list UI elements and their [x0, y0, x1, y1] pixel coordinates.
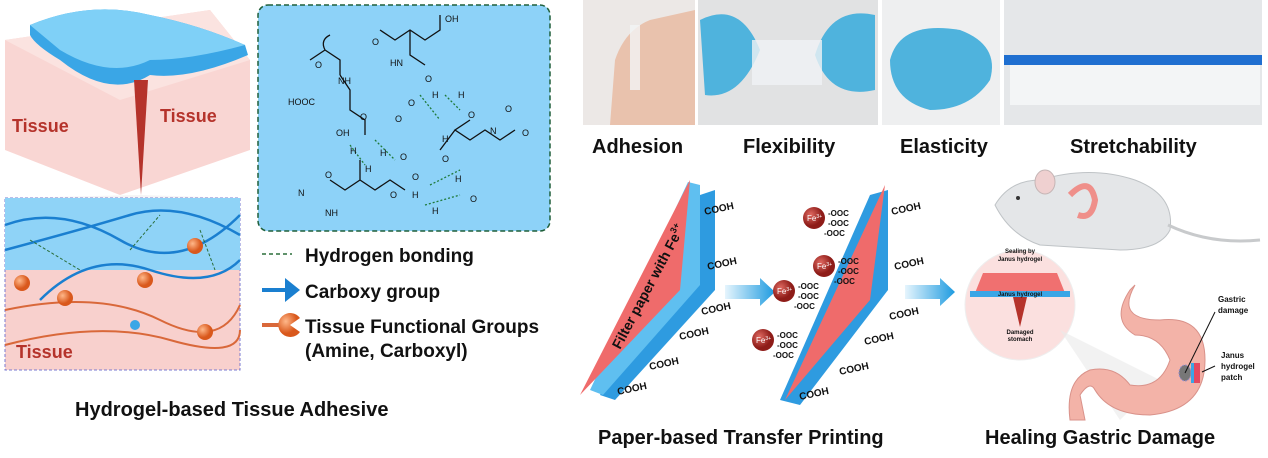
atom-label: O: [395, 114, 402, 124]
atom-label: H: [350, 146, 357, 156]
atom-label: O: [390, 190, 397, 200]
interface-zoom-panel: Tissue: [4, 197, 241, 371]
carboxy-group-icon: [262, 278, 300, 302]
panel-title-adhesive: Hydrogel-based Tissue Adhesive: [75, 399, 388, 421]
cooh-label: COOH: [700, 301, 732, 318]
ooc-label: -OOC: [828, 209, 849, 218]
atom-label: H: [365, 164, 372, 174]
atom-label: O: [325, 170, 332, 180]
panel-title-gastric: Healing Gastric Damage: [985, 427, 1215, 449]
ooc-label: -OOC: [798, 292, 819, 301]
atom-label: O: [505, 104, 512, 114]
fe-ion-icon: [773, 280, 795, 302]
ooc-label: -OOC: [834, 277, 855, 286]
atom-label: H: [412, 190, 419, 200]
atom-label: OH: [445, 14, 459, 24]
patch-label: patch: [1221, 373, 1242, 382]
property-label-flexibility: Flexibility: [743, 136, 836, 158]
atom-label: O: [522, 128, 529, 138]
atom-label: O: [425, 74, 432, 84]
arrow-icon: [725, 278, 775, 306]
atom-label: N: [298, 188, 305, 198]
cooh-label: COOH: [893, 256, 925, 273]
property-label-elasticity: Elasticity: [900, 136, 989, 158]
property-photos: [583, 0, 1262, 125]
cooh-label: COOH: [838, 361, 870, 378]
atom-label: H: [432, 206, 439, 216]
cooh-label: COOH: [648, 356, 680, 373]
transfer-printing-illustration: Filter paper with Fe3+ COOHCOOHCOOHCOOHC…: [580, 180, 955, 405]
cooh-label: COOH: [678, 326, 710, 343]
atom-label: H: [442, 134, 449, 144]
arrow-icon: [905, 278, 955, 306]
cooh-label: COOH: [890, 201, 922, 218]
ooc-label: -OOC: [798, 282, 819, 291]
ooc-label: -OOC: [773, 351, 794, 360]
fe-label: Fe3+: [807, 214, 822, 223]
atom-label: O: [468, 110, 475, 120]
atom-label: H: [380, 148, 387, 158]
sealing-label: Janus hydrogel: [998, 257, 1043, 263]
cooh-label: COOH: [888, 306, 920, 323]
tissue-label: Tissue: [16, 342, 73, 362]
atom-label: H: [458, 90, 465, 100]
fe-label: Fe3+: [817, 262, 832, 271]
gastric-damage-label: Gastric: [1218, 295, 1246, 304]
patch-label: hydrogel: [1221, 362, 1255, 371]
ooc-label: -OOC: [824, 229, 845, 238]
patch-label: Janus: [1221, 351, 1245, 360]
atom-label: O: [372, 37, 379, 47]
tissue-block-illustration: Tissue Tissue: [5, 9, 250, 198]
fe-ion-icon: [752, 329, 774, 351]
fe-label: Fe3+: [756, 336, 771, 345]
cooh-label: COOH: [863, 331, 895, 348]
atom-label: O: [442, 154, 449, 164]
legend-hydrogen-bonding: Hydrogen bonding: [305, 246, 474, 267]
fe-label: Fe3+: [777, 287, 792, 296]
ooc-label: -OOC: [777, 341, 798, 350]
atom-label: HN: [390, 58, 403, 68]
stomach-illustration: Gastric damage Janus hydrogel patch: [1068, 284, 1255, 421]
atom-label: H: [432, 90, 439, 100]
janus-hydrogel-label: Janus hydrogel: [998, 292, 1043, 298]
legend-tissue-groups-sub: (Amine, Carboxyl): [305, 341, 468, 362]
atom-label: H: [455, 174, 462, 184]
sealing-label: Sealing by: [1005, 249, 1036, 255]
atom-label: O: [470, 194, 477, 204]
atom-label: NH: [338, 76, 351, 86]
ooc-label: -OOC: [838, 257, 859, 266]
legend: Hydrogen bonding Carboxy group Tissue Fu…: [262, 246, 539, 362]
tissue-label: Tissue: [160, 106, 217, 126]
atom-label: HOOC: [288, 97, 316, 107]
tissue-label: Tissue: [12, 116, 69, 136]
ooc-label: -OOC: [828, 219, 849, 228]
mouse-illustration: [994, 169, 1261, 251]
damaged-label: stomach: [1008, 337, 1033, 343]
panel-title-transfer: Paper-based Transfer Printing: [598, 427, 884, 449]
fe-ion-icon: [813, 255, 835, 277]
atom-label: O: [360, 112, 367, 122]
ooc-label: -OOC: [777, 331, 798, 340]
fe-ion-icon: [803, 207, 825, 229]
gastric-damage-label: damage: [1218, 306, 1249, 315]
atom-label: N: [490, 126, 497, 136]
atom-label: O: [315, 60, 322, 70]
property-label-adhesion: Adhesion: [592, 136, 683, 158]
legend-carboxy-group: Carboxy group: [305, 282, 440, 303]
damaged-label: Damaged: [1006, 330, 1033, 336]
tissue-group-icon: [262, 313, 300, 338]
ooc-label: -OOC: [794, 302, 815, 311]
atom-label: O: [400, 152, 407, 162]
atom-label: O: [408, 98, 415, 108]
atom-label: O: [412, 172, 419, 182]
atom-label: NH: [325, 208, 338, 218]
atom-label: OH: [336, 128, 350, 138]
property-label-stretchability: Stretchability: [1070, 136, 1198, 158]
ooc-label: -OOC: [838, 267, 859, 276]
legend-tissue-groups: Tissue Functional Groups: [305, 317, 539, 338]
